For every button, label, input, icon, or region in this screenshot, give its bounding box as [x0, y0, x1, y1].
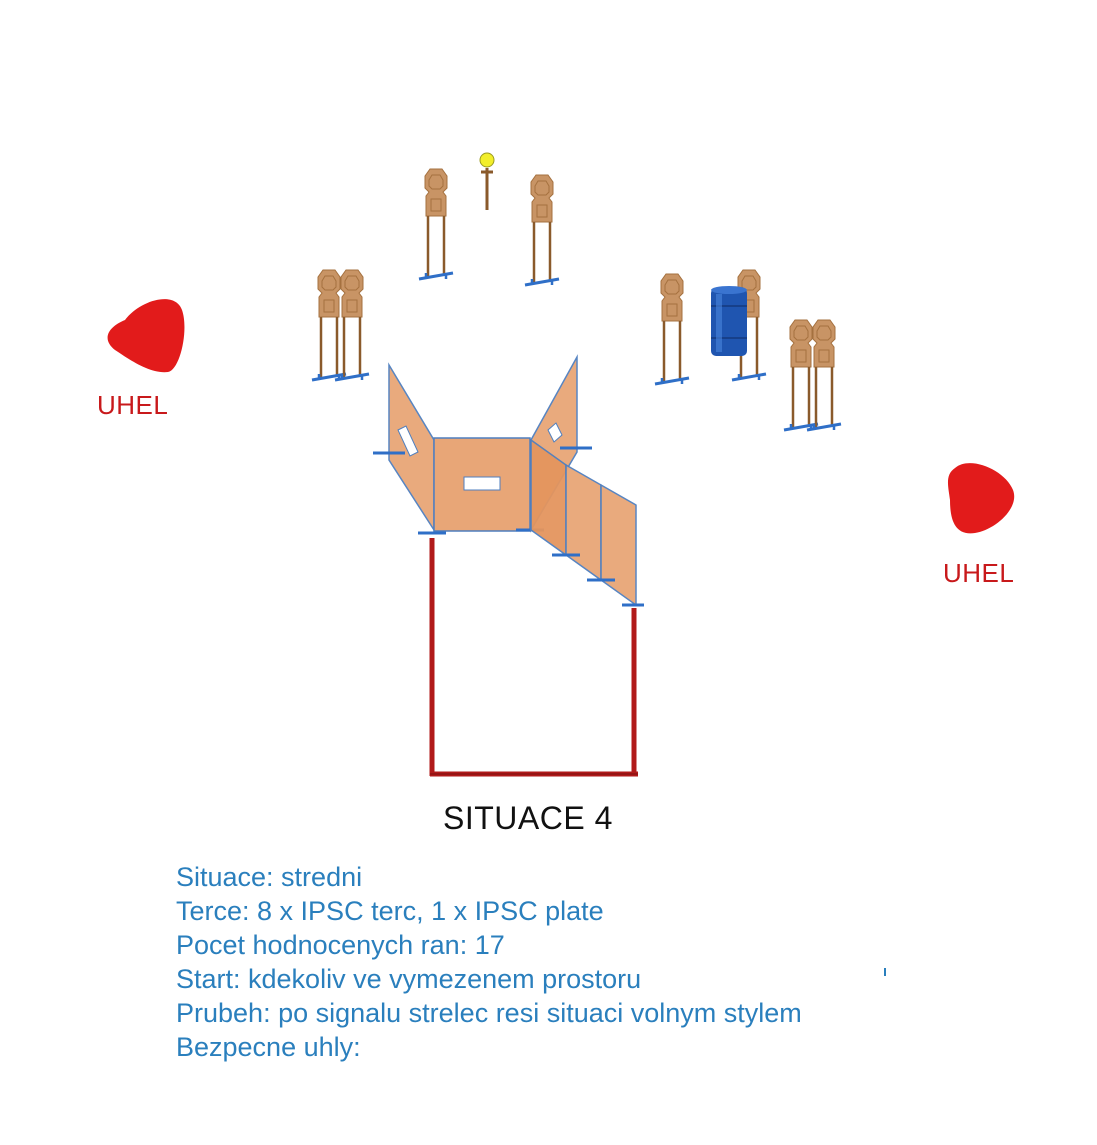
angle-marker-right-icon — [947, 463, 1015, 534]
wall-right-fence — [530, 438, 644, 607]
start-box — [429, 538, 638, 777]
info-targets: Terce: 8 x IPSC terc, 1 x IPSC plate — [176, 896, 604, 926]
info-start: Start: kdekoliv ve vymezenem prostoru — [176, 964, 642, 994]
info-procedure: Prubeh: po signalu strelec resi situaci … — [176, 998, 802, 1028]
tick-mark — [884, 968, 886, 976]
stage-title: SITUACE 4 — [443, 800, 613, 836]
angle-label-left: UHEL — [97, 390, 169, 420]
ipsc-target-icon — [523, 173, 561, 287]
stage-info: Situace: stredni Terce: 8 x IPSC terc, 1… — [176, 860, 802, 1064]
ipsc-plate-icon — [479, 152, 495, 210]
ipsc-target-icon — [417, 167, 455, 281]
angle-marker-left-icon — [107, 299, 185, 373]
info-shot-count: Pocet hodnocenych ran: 17 — [176, 930, 505, 960]
wall-left-wing — [373, 362, 435, 533]
info-safe-angles: Bezpecne uhly: — [176, 1032, 361, 1062]
wall-center-port — [418, 437, 544, 535]
barrel-icon — [711, 286, 747, 356]
ipsc-target-icon — [653, 272, 691, 386]
info-situation: Situace: stredni — [176, 862, 363, 892]
angle-label-right: UHEL — [943, 558, 1015, 588]
